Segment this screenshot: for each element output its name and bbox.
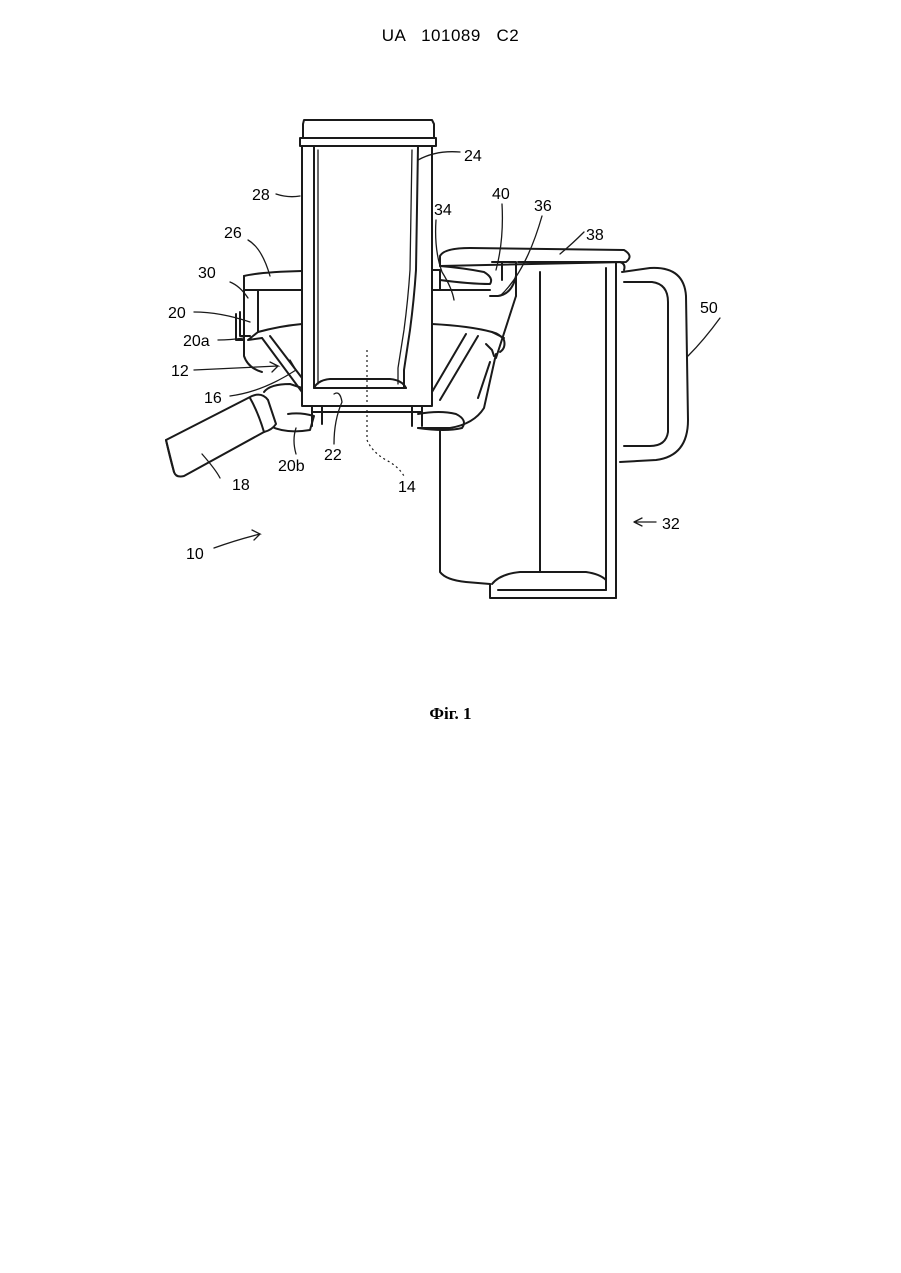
label-40: 40 [492, 186, 510, 203]
label-34: 34 [434, 202, 452, 219]
label-20a: 20a [183, 333, 210, 350]
label-20b: 20b [278, 458, 305, 475]
label-28: 28 [252, 187, 270, 204]
jug-lid [440, 248, 630, 296]
label-26: 26 [224, 225, 242, 242]
label-20: 20 [168, 305, 186, 322]
label-32: 32 [662, 516, 680, 533]
label-10: 10 [186, 546, 204, 563]
label-50: 50 [700, 300, 718, 317]
label-16: 16 [204, 390, 222, 407]
label-12: 12 [171, 363, 189, 380]
label-18: 18 [232, 477, 250, 494]
label-36: 36 [534, 198, 552, 215]
label-22: 22 [324, 447, 342, 464]
jug-body [440, 262, 688, 598]
label-38: 38 [586, 227, 604, 244]
label-14: 14 [398, 479, 416, 496]
label-24: 24 [464, 148, 482, 165]
label-30: 30 [198, 265, 216, 282]
bottom-bowl [264, 384, 464, 431]
figure-caption: Фіг. 1 [0, 704, 901, 724]
reference-labels: 24 28 34 40 36 38 26 30 20 20a 12 16 50 … [168, 148, 718, 563]
pusher-part [300, 120, 436, 394]
